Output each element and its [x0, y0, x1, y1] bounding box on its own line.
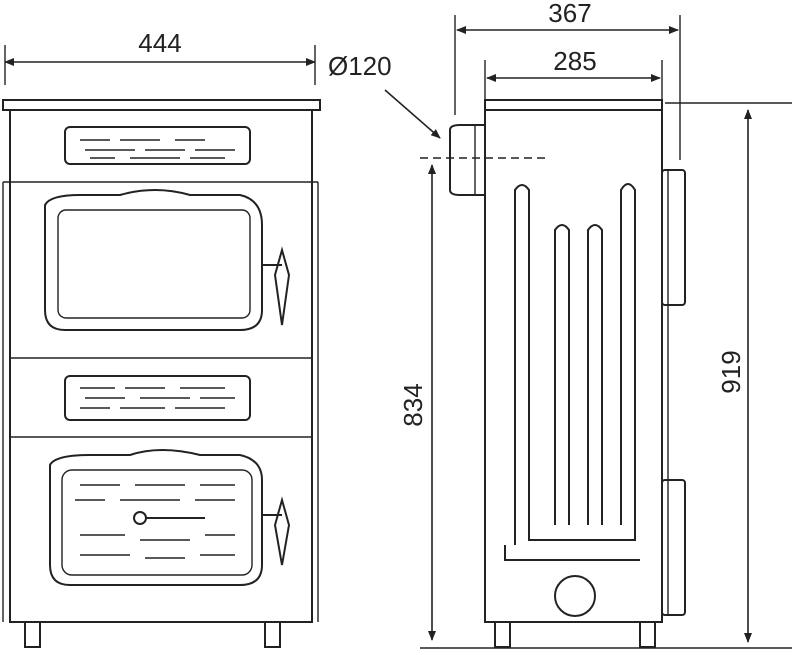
side-door-lower: [661, 479, 686, 616]
total-height-label: 919: [716, 350, 746, 393]
leg-left: [24, 621, 41, 648]
firebox-door-handle: [262, 496, 291, 566]
total-depth-label: 367: [548, 0, 591, 28]
stove-body: [9, 109, 313, 623]
middle-vent-panel: [64, 375, 251, 421]
body-depth-label: 285: [553, 46, 596, 76]
top-vent-panel: [64, 126, 251, 165]
oven-door-handle: [262, 246, 291, 326]
front-view: 444: [2, 28, 321, 648]
firebox-door: [49, 449, 263, 586]
leg-right: [264, 621, 281, 648]
flue-pointer-arrow: [384, 89, 441, 139]
flue-diameter-label: Ø120: [328, 51, 392, 81]
flue-height-label: 834: [398, 383, 428, 426]
flue-pipe: [449, 124, 486, 196]
oven-door: [44, 189, 263, 331]
side-body: [484, 109, 663, 623]
width-label: 444: [138, 28, 181, 58]
ash-opening: [554, 575, 596, 617]
top-plate: [2, 99, 321, 111]
side-view: 367 285: [449, 0, 686, 648]
side-door-upper: [661, 169, 686, 306]
heat-exchanger-tubes: [514, 183, 636, 545]
